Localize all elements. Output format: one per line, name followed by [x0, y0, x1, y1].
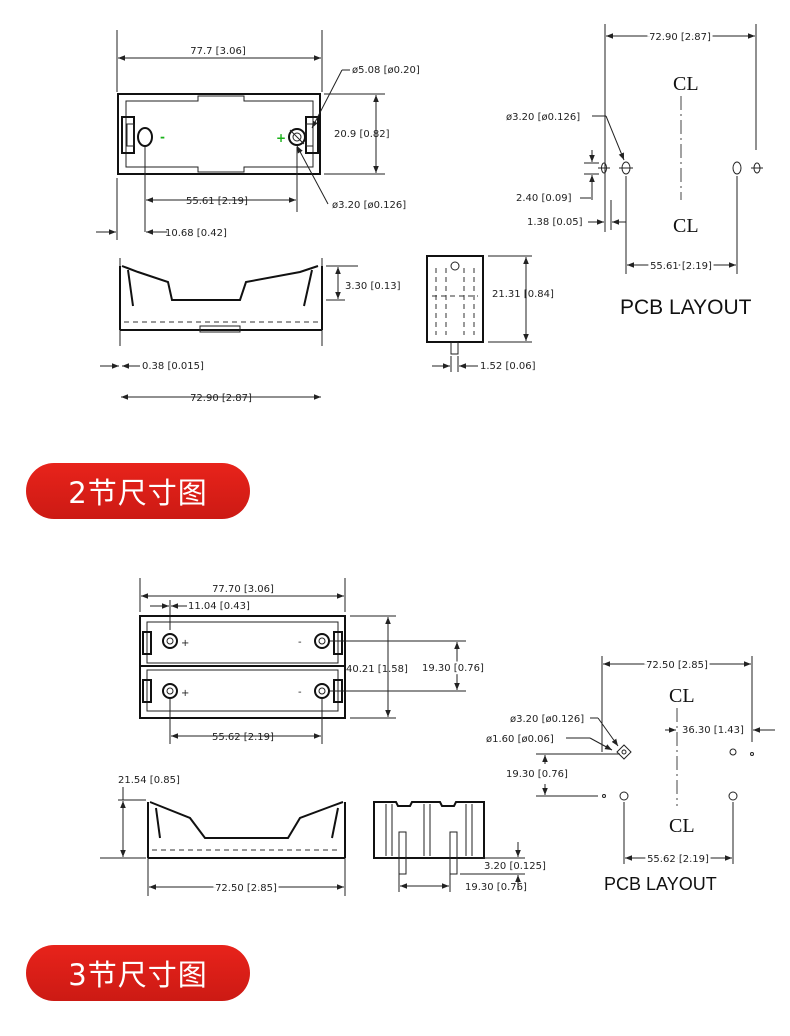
s2-length-label: 77.70 [3.06] — [212, 584, 274, 595]
s2-side-view: 21.54 [0.85] 72.50 [2.85] — [100, 775, 346, 897]
s2-pcb-small-hole-label: ø1.60 [ø0.06] — [486, 734, 554, 745]
s1-pin-dia-label: ø3.20 [ø0.126] — [332, 200, 406, 211]
s1-side-height-label: 3.30 [0.13] — [345, 281, 401, 292]
s1-end-pin-label: 1.52 [0.06] — [480, 361, 536, 372]
s1-terminal-hole-left — [137, 127, 153, 147]
s1-pcb-width-label: 72.90 [2.87] — [649, 32, 711, 43]
s2-pcb-layout: 72.50 [2.85] CL CL 36.30 [1.43] ø3.20 [ø… — [486, 656, 775, 894]
s2-end-view: 19.30 [0.76] 3.20 [0.125] — [373, 801, 546, 893]
s1-side-view: 3.30 [0.13] 0.38 [0.015] 72.90 [2.87] — [100, 258, 401, 404]
s1-cl-bottom: CL — [673, 215, 699, 237]
s1-minus-sign: - — [160, 130, 165, 144]
s1-end-view: 21.31 [0.84] 1.52 [0.06] — [426, 255, 554, 372]
s2-minus-bottom: - — [298, 687, 302, 698]
s2-end-pin-label: 3.20 [0.125] — [484, 861, 546, 872]
s1-pcb-pad-b: 1.38 [0.05] — [527, 217, 583, 228]
s1-hole-dia-label: ø5.08 [ø0.20] — [352, 65, 420, 76]
s2-plus-bottom: + — [181, 688, 189, 699]
s1-width-label: 20.9 [0.82] — [334, 129, 390, 140]
s2-cl-bottom: CL — [669, 815, 695, 837]
s2-pcb-half-label: 36.30 [1.43] — [682, 725, 744, 736]
s2-pcb-title: PCB LAYOUT — [604, 874, 717, 894]
s1-pcb-hole-label: ø3.20 [ø0.126] — [506, 112, 580, 123]
s1-wall-label: 0.38 [0.015] — [142, 361, 204, 372]
s2-row-pitch-label: 19.30 [0.76] — [422, 663, 484, 674]
s2-offset-label: 11.04 [0.43] — [188, 601, 250, 612]
s2-pcb-width-label: 72.50 [2.85] — [646, 660, 708, 671]
s1-plus-sign: + — [276, 131, 286, 145]
s1-top-view: 77.7 [3.06] - + ø5.08 [ø0.20] 20.9 [0.82… — [96, 30, 420, 240]
s2-spacing-label: 55.62 [2.19] — [212, 732, 274, 743]
s2-pcb-row-pitch-label: 19.30 [0.76] — [506, 769, 568, 780]
s1-spacing-label: 55.61 [2.19] — [186, 196, 248, 207]
s1-offset-label: 10.68 [0.42] — [165, 228, 227, 239]
s2-holder-outline — [139, 615, 346, 719]
s2-height-label: 40.21 [1.58] — [346, 664, 408, 675]
s1-side-length-label: 72.90 [2.87] — [190, 393, 252, 404]
s1-pcb-pad-a: 2.40 [0.09] — [516, 193, 572, 204]
s1-holder-outline — [117, 93, 321, 175]
s2-end-pitch-label: 19.30 [0.76] — [465, 882, 527, 893]
s2-cl-top: CL — [669, 685, 695, 707]
s2-side-height-label: 21.54 [0.85] — [118, 775, 180, 786]
s1-length-label: 77.7 [3.06] — [190, 46, 246, 57]
s2-side-length-label: 72.50 [2.85] — [215, 883, 277, 894]
s2-pcb-spacing-label: 55.62 [2.19] — [647, 854, 709, 865]
s1-pcb-title: PCB LAYOUT — [620, 296, 752, 319]
s2-minus-top: - — [298, 637, 302, 648]
s1-cl-top: CL — [673, 73, 699, 95]
section-badge-3: 3节尺寸图 — [26, 945, 250, 1001]
s1-pcb-spacing-label: 55.61 [2.19] — [650, 261, 712, 272]
s1-terminal-hole-right — [288, 128, 306, 146]
s2-top-view: 77.70 [3.06] 11.04 [0.43] + + - - 40.21 … — [139, 578, 486, 744]
s2-plus-top: + — [181, 638, 189, 649]
s2-pcb-hole-label: ø3.20 [ø0.126] — [510, 714, 584, 725]
s1-end-height-label: 21.31 [0.84] — [492, 289, 554, 300]
s1-pcb-layout: 72.90 [2.87] CL CL ø3.20 [ø0.126] 2.40 [… — [506, 24, 763, 319]
section-badge-2: 2节尺寸图 — [26, 463, 250, 519]
